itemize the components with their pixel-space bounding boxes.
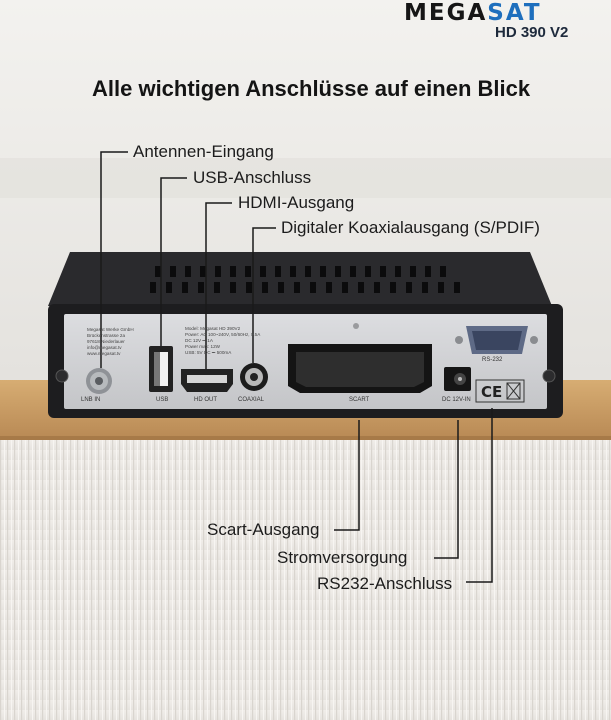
model-name: HD 390 V2 (495, 24, 569, 41)
svg-text:CE: CE (481, 383, 502, 401)
screw-left (55, 369, 69, 383)
port-label-usb: USB (156, 397, 169, 403)
callout-power: Stromversorgung (277, 548, 408, 567)
rs232-port (455, 326, 538, 354)
line-antenna (100, 151, 128, 368)
line-hdmi (205, 202, 232, 369)
panel-screw (353, 323, 359, 329)
callout-usb: USB-Anschluss (193, 168, 312, 187)
maker-line: info@megasat.tv (87, 345, 122, 350)
port-label-hdmi: HD OUT (194, 397, 217, 403)
callout-hdmi: HDMI-Ausgang (238, 193, 355, 212)
headline: Alle wichtigen Anschlüsse auf einen Blic… (92, 76, 531, 101)
cabinet-front (0, 438, 611, 720)
screw-right (542, 369, 556, 383)
spec-line: Power max: 12W (185, 344, 220, 349)
callout-lines (100, 151, 493, 583)
coaxial-port (240, 363, 268, 391)
spec-line: DC 12V ⎓ 1A (185, 338, 213, 343)
spec-info: Model: Megasat HD 390V2 Power: AC 100~24… (185, 326, 260, 356)
line-scart (334, 420, 360, 531)
line-rs232 (466, 408, 493, 583)
line-usb (160, 177, 187, 346)
spec-line: USB: 5V DC ⎓ 500mA (185, 350, 232, 355)
shelf-edge (0, 436, 611, 440)
window-shade (0, 158, 611, 198)
ce-weee-mark: CE (475, 379, 525, 403)
port-label-dc: DC 12V-IN (442, 397, 471, 403)
maker-line: Megasat Werke GmbH (87, 327, 134, 332)
maker-line: Brückenstrasse 2a (87, 333, 126, 338)
port-label-lnb: LNB IN (81, 397, 101, 403)
callout-rs232: RS232-Anschluss (317, 574, 453, 593)
usb-port (149, 346, 173, 392)
device-top (48, 252, 552, 306)
port-label-scart: SCART (349, 397, 370, 403)
port-label-coax: COAXIAL (238, 397, 265, 403)
megasat-logo: MEGASAT (404, 0, 542, 26)
callout-scart: Scart-Ausgang (207, 520, 320, 539)
port-label-rs232: RS-232 (482, 357, 503, 363)
scart-port (288, 344, 432, 393)
dc-jack (444, 367, 471, 391)
line-coax (252, 227, 276, 363)
maker-info: Megasat Werke GmbH Brückenstrasse 2a 976… (87, 327, 134, 357)
callout-coax: Digitaler Koaxialausgang (S/PDIF) (281, 218, 540, 237)
spec-line: Model: Megasat HD 390V2 (185, 326, 241, 331)
lnb-connector (86, 368, 112, 394)
line-power (434, 420, 459, 559)
maker-line: 97618 Niederlauer (87, 339, 125, 344)
hdmi-port (181, 369, 233, 392)
spec-line: Power: AC 100~240V, 50/60Hz, 0.5A (185, 332, 261, 337)
callout-antenna: Antennen-Eingang (133, 142, 274, 161)
vent-slots (150, 266, 460, 293)
maker-line: www.megasat.tv (87, 351, 121, 356)
